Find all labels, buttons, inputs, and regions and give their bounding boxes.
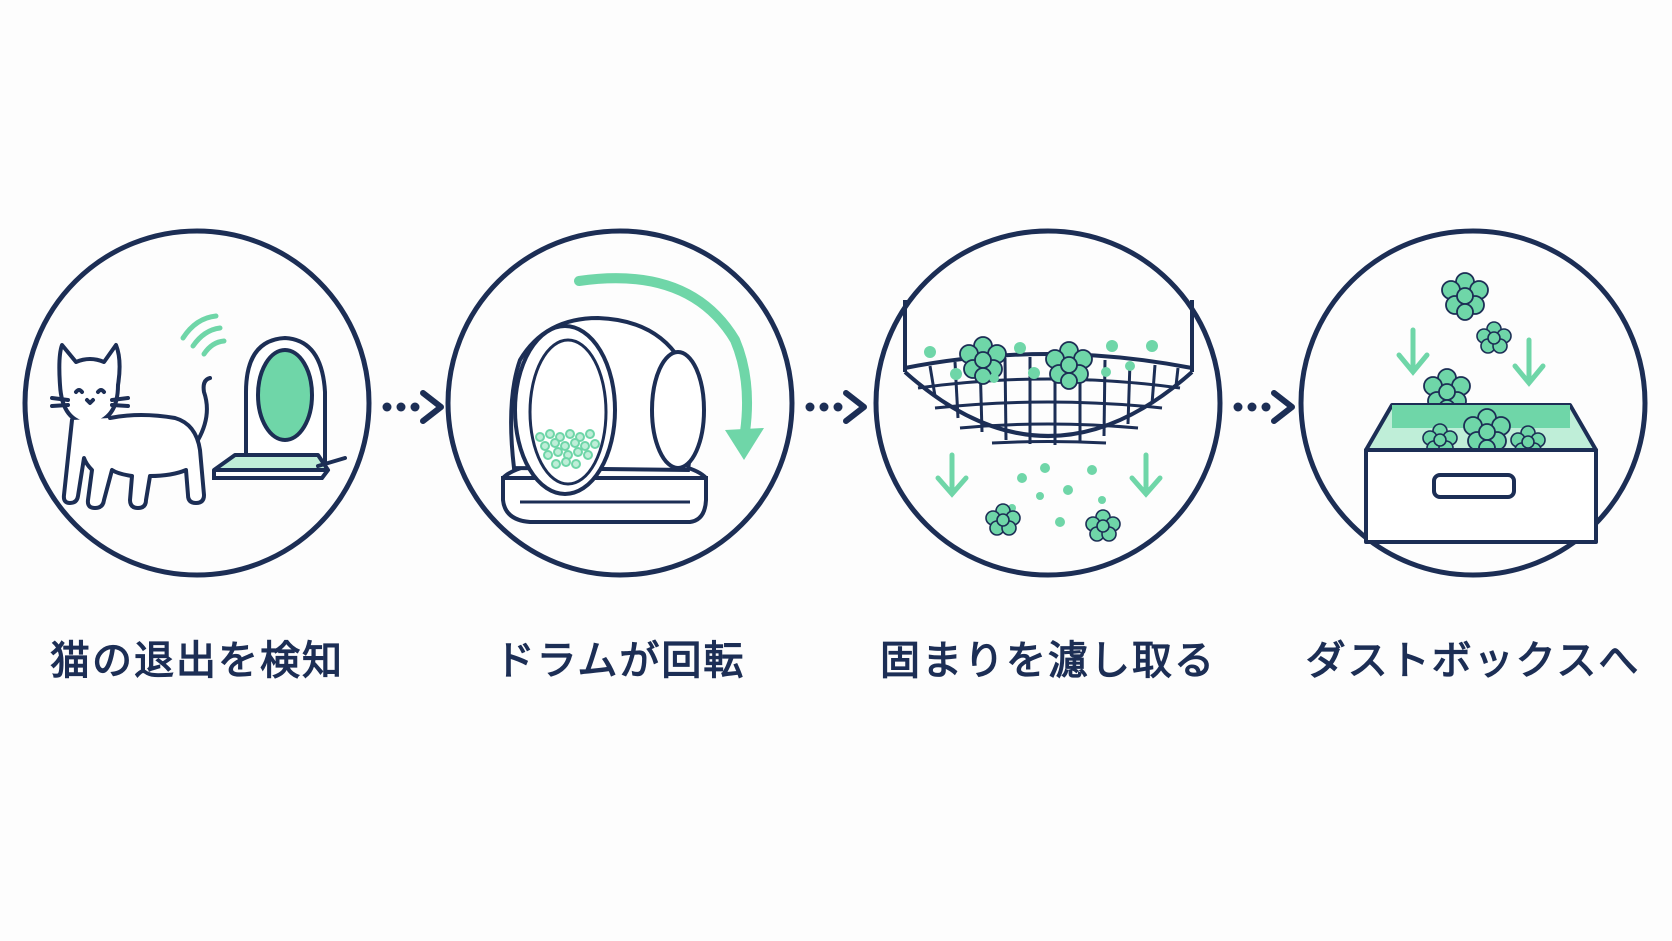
dotted-arrow-icon [805, 390, 867, 424]
clump-icon [1476, 321, 1512, 354]
litter-box-icon [212, 335, 347, 480]
dust-box-icon [1364, 403, 1598, 544]
rotating-drum-icon [501, 315, 708, 524]
signal-waves-icon [180, 313, 227, 357]
step-label-3: 固まりを濾し取る [880, 638, 1216, 684]
dotted-arrow-icon [382, 390, 444, 424]
step-label-4: ダストボックスへ [1305, 638, 1641, 684]
rotation-arrow-icon [574, 273, 764, 460]
step-label-1: 猫の退出を検知 [50, 638, 344, 684]
down-arrow-icon [1396, 327, 1430, 376]
step-3-illustration [873, 228, 1223, 578]
clump-icon [1085, 509, 1121, 542]
dotted-arrow-icon [1233, 390, 1295, 424]
clump-icon [1441, 272, 1489, 321]
step-4-illustration [1298, 228, 1648, 578]
clump-icon [959, 336, 1007, 385]
step-1-illustration [22, 228, 372, 578]
down-arrow-icon [1512, 337, 1546, 387]
sieve-net-icon [903, 300, 1194, 445]
cat-icon [50, 343, 212, 510]
step-label-2: ドラムが回転 [494, 638, 746, 684]
step-2-illustration [445, 228, 795, 578]
down-arrow-icon [935, 452, 969, 498]
down-arrow-icon [1129, 452, 1163, 498]
clump-icon [1045, 341, 1093, 390]
